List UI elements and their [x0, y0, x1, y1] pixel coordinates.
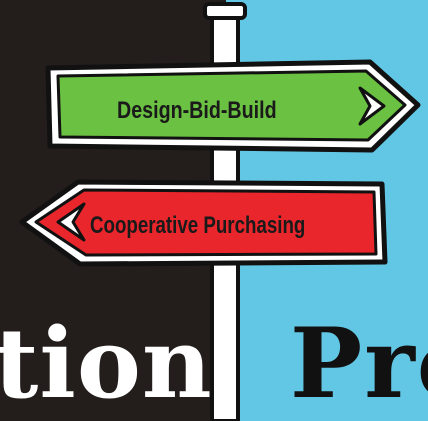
- sign-top-label: Design-Bid-Build: [117, 97, 277, 124]
- sign-bottom-label: Cooperative Purchasing: [90, 212, 306, 239]
- chevron-right-icon: [358, 86, 386, 126]
- background-word-right: Pro: [290, 307, 428, 420]
- sign-bottom-board: [19, 179, 388, 267]
- sign-top-board: [45, 59, 421, 153]
- background-word-left: tion: [0, 307, 213, 420]
- chevron-left-icon: [56, 202, 86, 242]
